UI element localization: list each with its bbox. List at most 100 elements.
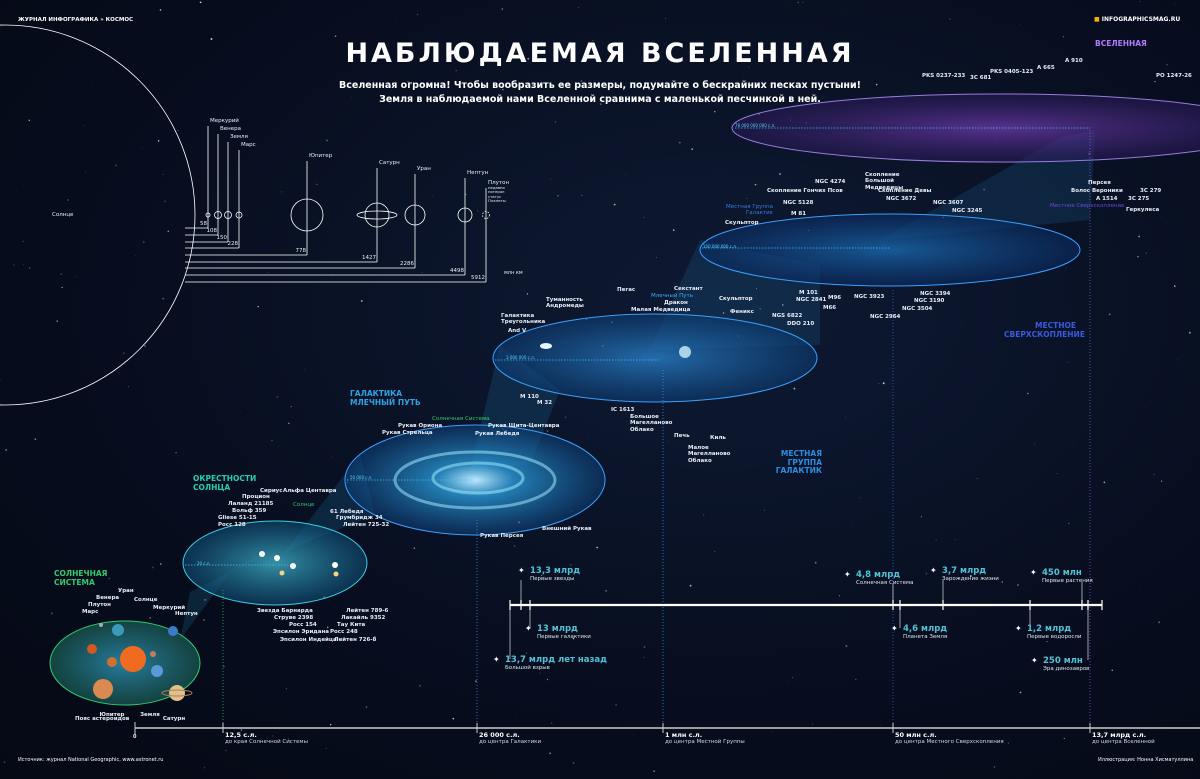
solar-system-title: СОЛНЕЧНАЯ СИСТЕМА (54, 569, 108, 587)
distance-marker: 12,5 с.л.до края Солнечной Системы (225, 731, 308, 745)
star (954, 539, 956, 540)
star (421, 272, 423, 273)
star (1139, 588, 1141, 590)
star (220, 511, 222, 513)
event-description: Большой взрыв (505, 665, 550, 671)
object-label: Грумбридж 34 (336, 515, 383, 521)
star (50, 612, 53, 615)
planet-name: Меркурий (210, 118, 239, 124)
star (653, 770, 655, 772)
object-label: NGC 3190 (914, 298, 945, 304)
event-description: Солнечная Система (856, 580, 914, 586)
object-label: Скопление Девы (878, 188, 932, 194)
event-date: 250 млн (1043, 656, 1083, 666)
supercluster-scale-label: 100 000 000 с.л. (703, 244, 738, 249)
star (272, 735, 274, 737)
circle-icon: ✦ (844, 570, 851, 579)
star (1062, 35, 1065, 38)
star (838, 595, 841, 597)
axis-origin: 0 (133, 734, 137, 740)
star (13, 264, 15, 266)
star (465, 194, 467, 195)
universe-title: ВСЕЛЕННАЯ (1095, 39, 1147, 48)
star (164, 200, 166, 202)
object-label: PKS 0237-233 (922, 73, 966, 79)
star (1067, 361, 1069, 363)
planet-name: Сатурн (379, 160, 400, 166)
object-label: Рукав Лебедя (475, 431, 520, 437)
site-name: INFOGRAPHICSMAG.RU (1101, 16, 1181, 23)
event-date: 13 млрд (537, 624, 578, 634)
object-label: Альфа Центавра (283, 488, 337, 494)
star (714, 110, 716, 113)
object-label: Волос Вероники (1071, 188, 1123, 194)
distance-value: 1 млн с.л. (665, 731, 703, 739)
object-label: NGC 5128 (783, 200, 814, 206)
object-label: Меркурий (153, 605, 186, 611)
star (108, 577, 111, 580)
object-label: 3C 681 (970, 75, 992, 81)
star (22, 240, 24, 243)
object-label: Земля (140, 712, 160, 718)
star (572, 761, 575, 764)
object-label: Дракон (664, 300, 688, 306)
star (1188, 331, 1191, 334)
star (501, 8, 503, 10)
star (578, 6, 579, 8)
object-label: Галактика Треугольника (501, 313, 546, 326)
neighborhood-highlight-label: Солнце (293, 502, 315, 508)
object-label: Плутон (88, 602, 111, 608)
universe-scale-label: 78 000 000 000 с.л. (735, 123, 776, 128)
object-label: NGC 3923 (854, 294, 885, 300)
star (61, 286, 63, 289)
star (1161, 480, 1163, 482)
star (1019, 691, 1022, 694)
object-label: Марс (82, 609, 99, 615)
star (764, 509, 765, 511)
object-label: Пояс астероидов (75, 716, 130, 722)
object-label: PO 1247-26 (1156, 73, 1192, 79)
object-label: A 1514 (1096, 196, 1118, 202)
object-label: NGC 2964 (870, 314, 901, 320)
object-label: NGS 6822 (772, 313, 803, 319)
star (756, 288, 758, 290)
local-group-highlight-label: Млечный Путь (651, 293, 693, 299)
star (1017, 584, 1019, 586)
star (303, 369, 305, 370)
star (134, 255, 136, 256)
object-label: Струве 2398 (274, 615, 314, 621)
object-label: M 110 (520, 394, 539, 400)
milky-way-dot (679, 346, 691, 358)
star (91, 84, 92, 86)
star (76, 276, 78, 278)
site-link[interactable]: ■ INFOGRAPHICSMAG.RU (1094, 16, 1180, 23)
star (859, 497, 861, 499)
star (797, 1, 799, 3)
earth-planet (151, 665, 163, 677)
supercluster-title: МЕСТНОЕ СВЕРХСКОПЛЕНИЕ (1004, 321, 1085, 339)
object-label: Сириус (260, 488, 283, 494)
star (326, 139, 328, 142)
cell-icon: ✦ (930, 566, 937, 575)
distance-value: 50 млн с.л. (895, 731, 937, 739)
star (1046, 640, 1048, 642)
object-label: Туманность Андромеды (546, 297, 584, 310)
star (855, 678, 857, 680)
magazine-breadcrumb[interactable]: ЖУРНАЛ ИНФОГРАФИКА » КОСМОС (18, 17, 134, 23)
star (67, 199, 69, 201)
star (85, 172, 86, 174)
star (285, 688, 287, 690)
star (969, 575, 972, 577)
neighbor-stars (259, 551, 339, 577)
star (515, 52, 517, 53)
object-label: Нептун (175, 611, 198, 617)
star (731, 299, 733, 300)
neptune-planet (168, 626, 178, 636)
planet-distance: 2286 (400, 261, 414, 267)
uranus-planet (112, 624, 124, 636)
star (128, 386, 130, 388)
star (605, 590, 607, 592)
distance-marker: 50 млн с.л.до центра Местного Сверхскопл… (895, 731, 1004, 745)
